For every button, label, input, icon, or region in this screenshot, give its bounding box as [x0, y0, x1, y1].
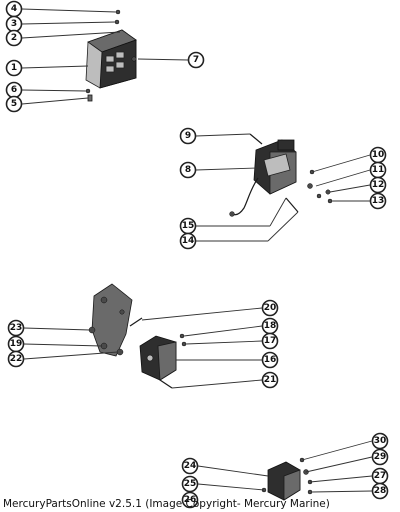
svg-text:25: 25: [184, 479, 197, 489]
callout-24: 24: [181, 457, 199, 475]
svg-text:22: 22: [10, 354, 23, 364]
callout-9: 9: [179, 127, 197, 145]
svg-text:4: 4: [11, 4, 17, 14]
callout-11: 11: [369, 161, 387, 179]
callout-16: 16: [261, 351, 279, 369]
bracket-rectifier-assembly: [88, 283, 187, 389]
copyright-footer: MercuryPartsOnline v2.5.1 (Image Copyrig…: [3, 498, 330, 510]
svg-text:15: 15: [182, 221, 195, 231]
svg-text:7: 7: [193, 55, 199, 65]
callout-6: 6: [5, 81, 23, 99]
svg-text:29: 29: [374, 452, 387, 462]
switch-box-assembly: [85, 9, 137, 102]
callout-8: 8: [179, 161, 197, 179]
callout-22: 22: [7, 350, 25, 368]
svg-text:24: 24: [184, 461, 197, 471]
svg-text:3: 3: [11, 19, 17, 29]
svg-text:27: 27: [374, 471, 387, 481]
callout-29: 29: [371, 448, 389, 466]
callout-27: 27: [371, 467, 389, 485]
svg-text:8: 8: [185, 165, 191, 175]
callout-13: 13: [369, 192, 387, 210]
callout-14: 14: [179, 232, 197, 250]
callout-3: 3: [5, 15, 23, 33]
svg-text:11: 11: [372, 165, 385, 175]
svg-text:19: 19: [10, 339, 23, 349]
svg-text:20: 20: [264, 303, 277, 313]
svg-text:23: 23: [10, 323, 23, 333]
callout-15: 15: [179, 217, 197, 235]
leader-lines: [21, 8, 373, 493]
callout-1: 1: [5, 59, 23, 77]
svg-text:30: 30: [374, 436, 387, 446]
svg-text:1: 1: [11, 63, 17, 73]
callout-21: 21: [261, 371, 279, 389]
svg-text:12: 12: [372, 180, 385, 190]
callout-2: 2: [5, 29, 23, 47]
callout-26: 26: [181, 491, 199, 509]
svg-text:14: 14: [182, 236, 195, 246]
svg-text:21: 21: [264, 375, 277, 385]
svg-text:13: 13: [372, 196, 385, 206]
svg-text:10: 10: [372, 150, 385, 160]
callout-10: 10: [369, 146, 387, 164]
bottom-assembly: [261, 457, 313, 501]
callout-5: 5: [5, 95, 23, 113]
svg-text:16: 16: [264, 355, 277, 365]
svg-text:28: 28: [374, 486, 387, 496]
svg-text:18: 18: [264, 321, 277, 331]
callout-20: 20: [261, 299, 279, 317]
svg-text:5: 5: [11, 99, 17, 109]
callout-28: 28: [371, 482, 389, 500]
callout-19: 19: [7, 335, 25, 353]
svg-text:17: 17: [264, 336, 277, 346]
callout-12: 12: [369, 176, 387, 194]
callout-23: 23: [7, 319, 25, 337]
callout-4: 4: [5, 0, 23, 18]
callout-25: 25: [181, 475, 199, 493]
callout-7: 7: [187, 51, 205, 69]
callout-17: 17: [261, 332, 279, 350]
svg-text:9: 9: [185, 131, 191, 141]
svg-text:2: 2: [11, 33, 17, 43]
callout-30: 30: [371, 432, 389, 450]
svg-text:26: 26: [184, 495, 197, 505]
coil-assembly: [229, 133, 333, 217]
callout-18: 18: [261, 317, 279, 335]
svg-text:6: 6: [11, 85, 17, 95]
